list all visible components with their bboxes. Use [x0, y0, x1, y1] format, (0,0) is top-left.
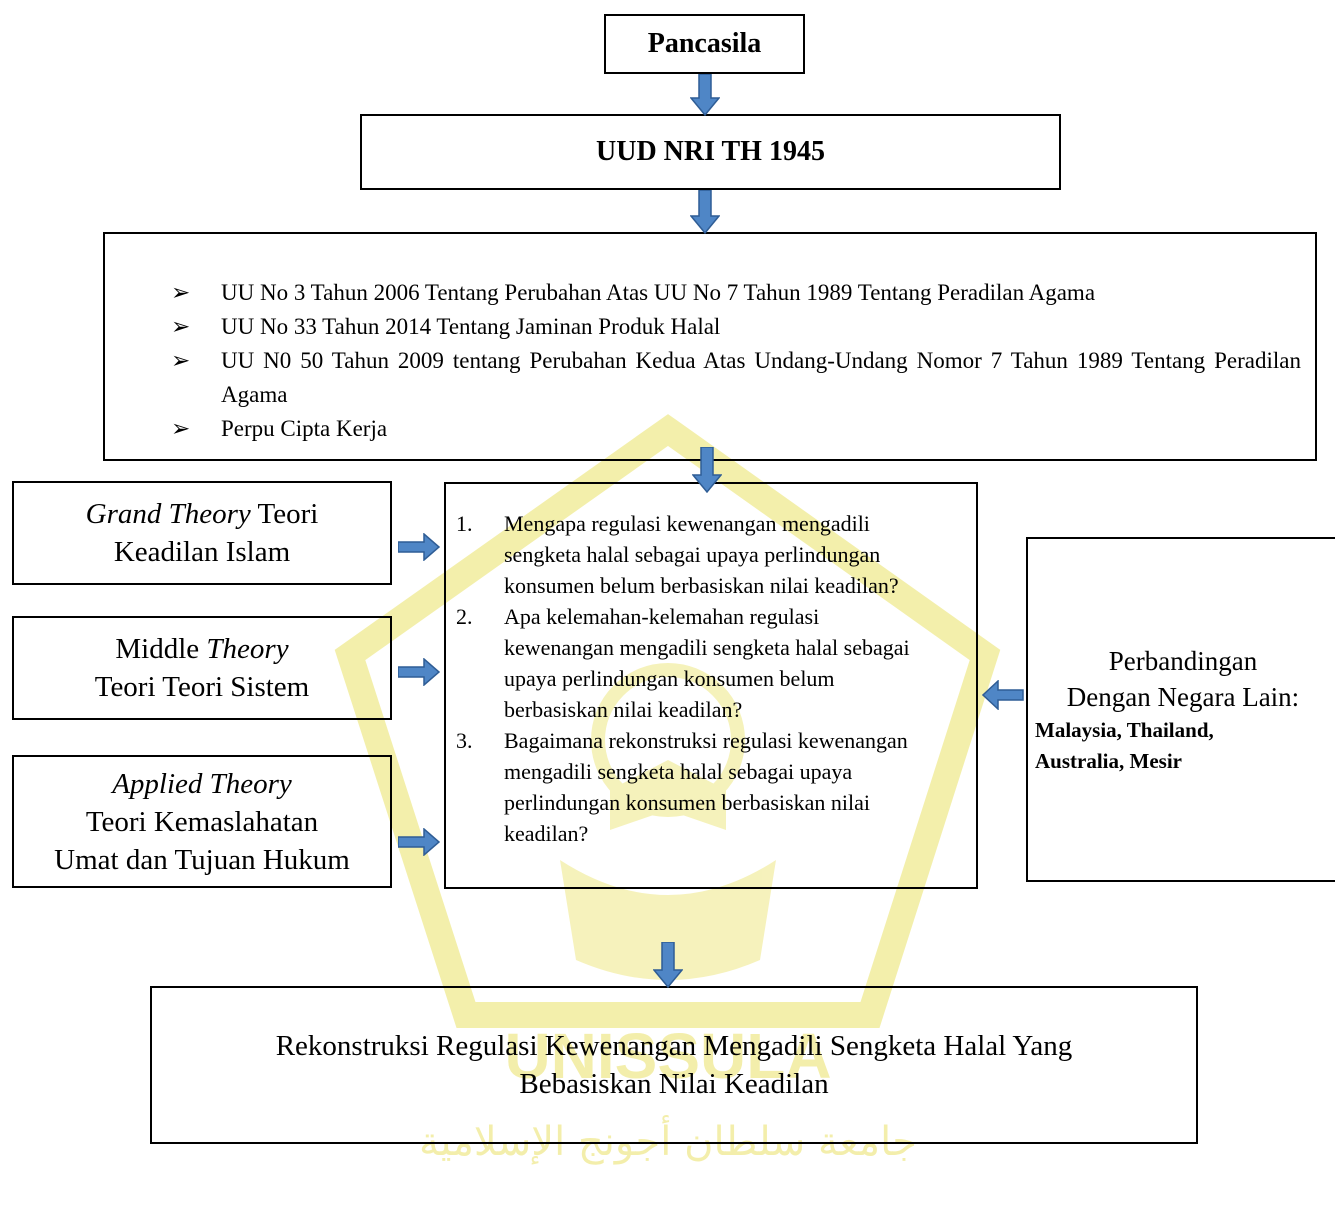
- list-item: 3.Bagaimana rekonstruksi regulasi kewena…: [456, 728, 908, 846]
- arrow-down-icon: [690, 190, 720, 234]
- arrowhead-bullet-icon: ➢: [171, 348, 191, 373]
- constitution-box: UUD NRI TH 1945: [360, 114, 1061, 190]
- arrow-right-icon: [398, 658, 440, 686]
- arrow-down-icon: [690, 74, 720, 116]
- grand-theory-box: Grand Theory Teori Keadilan Islam: [12, 481, 392, 585]
- pancasila-label: Pancasila: [647, 28, 762, 59]
- list-item: 2.Apa kelemahan-kelemahan regulasi kewen…: [456, 604, 910, 722]
- arrowhead-bullet-icon: ➢: [171, 416, 191, 441]
- constitution-label: UUD NRI TH 1945: [596, 136, 825, 167]
- list-item: ➢UU N0 50 Tahun 2009 tentang Perubahan K…: [171, 344, 1301, 412]
- comparison-box: Perbandingan Dengan Negara Lain: Malaysi…: [1026, 537, 1335, 882]
- result-box: Rekonstruksi Regulasi Kewenangan Mengadi…: [150, 986, 1198, 1144]
- grand-theory-italic: Grand Theory: [85, 498, 251, 530]
- questions-list: 1.Mengapa regulasi kewenangan mengadili …: [454, 508, 934, 849]
- list-item: 1.Mengapa regulasi kewenangan mengadili …: [456, 511, 899, 598]
- list-item: ➢Perpu Cipta Kerja: [171, 412, 1301, 446]
- arrow-right-icon: [398, 828, 440, 856]
- comparison-countries: Australia, Mesir: [1035, 748, 1182, 773]
- applied-theory-italic: Applied Theory: [112, 767, 292, 800]
- laws-box: ➢UU No 3 Tahun 2006 Tentang Perubahan At…: [103, 232, 1317, 461]
- middle-theory-box: Middle Theory Teori Teori Sistem: [12, 616, 392, 720]
- arrowhead-bullet-icon: ➢: [171, 314, 191, 339]
- list-item: ➢UU No 33 Tahun 2014 Tentang Jaminan Pro…: [171, 310, 1301, 344]
- grand-theory-subtitle: Keadilan Islam: [113, 536, 291, 568]
- laws-list: ➢UU No 3 Tahun 2006 Tentang Perubahan At…: [171, 276, 1301, 446]
- middle-theory-subtitle: Teori Teori Sistem: [94, 671, 310, 703]
- list-item: ➢UU No 3 Tahun 2006 Tentang Perubahan At…: [171, 276, 1301, 310]
- comparison-countries: Malaysia, Thailand,: [1035, 717, 1214, 742]
- arrow-left-icon: [982, 680, 1024, 710]
- applied-theory-box: Applied Theory Teori Kemaslahatan Umat d…: [12, 755, 392, 888]
- middle-theory-italic: Theory: [206, 633, 289, 665]
- pancasila-box: Pancasila: [604, 14, 805, 74]
- arrow-down-icon: [692, 447, 722, 493]
- research-questions-box: 1.Mengapa regulasi kewenangan mengadili …: [444, 482, 978, 889]
- arrow-right-icon: [398, 533, 440, 561]
- arrow-down-icon: [653, 942, 683, 988]
- arrowhead-bullet-icon: ➢: [171, 280, 191, 305]
